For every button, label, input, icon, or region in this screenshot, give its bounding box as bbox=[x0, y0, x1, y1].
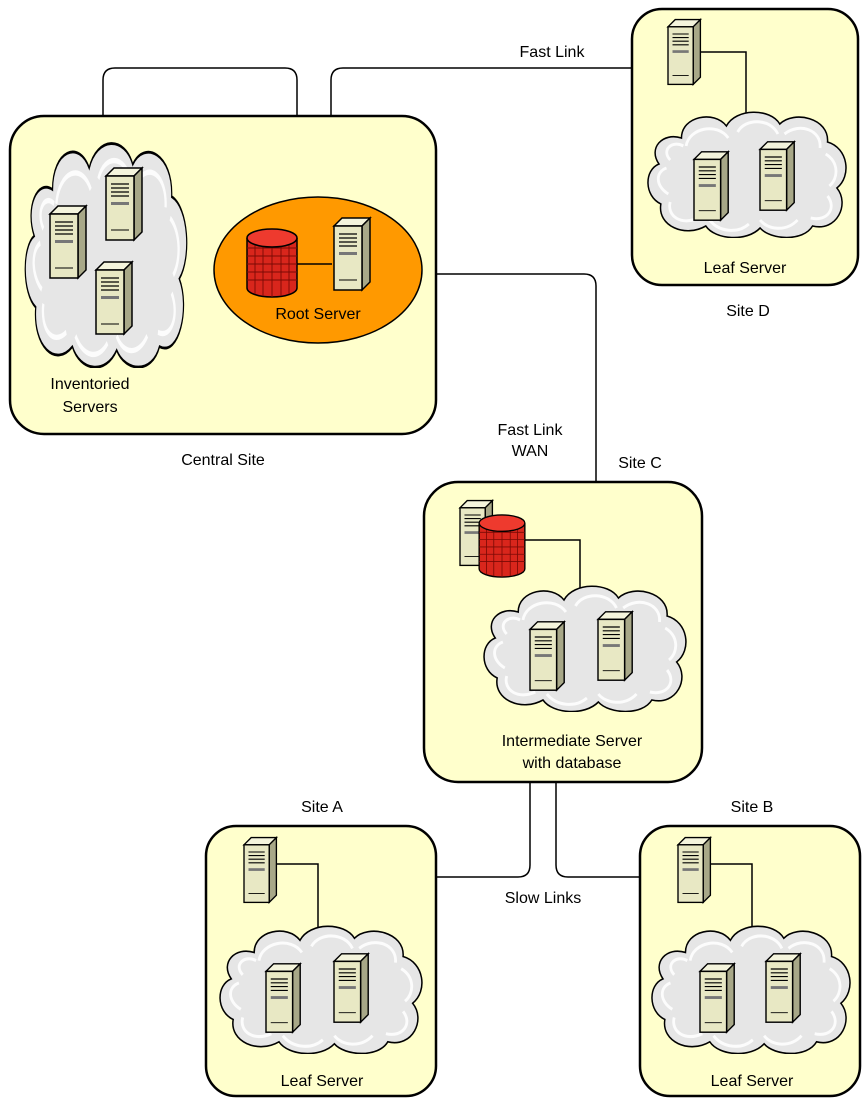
site-a-leaf-label: Leaf Server bbox=[281, 1073, 364, 1090]
server-icon bbox=[694, 152, 728, 220]
intermediate-server-label-1: Intermediate Server bbox=[502, 733, 643, 750]
server-icon bbox=[530, 622, 564, 690]
inventoried-servers-label-1: Inventoried bbox=[50, 376, 129, 393]
database-icon bbox=[247, 229, 297, 297]
central-site: Inventoried Servers Root Server bbox=[10, 116, 436, 434]
fast-link-wan-to-site-c bbox=[420, 274, 596, 482]
site-d-leaf-label: Leaf Server bbox=[704, 260, 787, 277]
server-icon bbox=[668, 20, 700, 85]
site-d: Leaf Server bbox=[632, 9, 858, 285]
inventoried-servers-label-2: Servers bbox=[62, 399, 117, 416]
fast-link-label: Fast Link bbox=[520, 44, 586, 61]
slow-link-to-site-a bbox=[436, 780, 530, 877]
intermediate-server-label-2: with database bbox=[522, 755, 622, 772]
server-icon bbox=[266, 964, 300, 1032]
site-b: Leaf Server bbox=[640, 826, 860, 1096]
database-icon bbox=[479, 515, 525, 577]
server-icon bbox=[678, 838, 710, 903]
server-icon bbox=[700, 964, 734, 1032]
site-b-leaf-label: Leaf Server bbox=[711, 1073, 794, 1090]
site-d-caption: Site D bbox=[726, 303, 770, 320]
server-icon bbox=[334, 954, 368, 1022]
site-b-caption: Site B bbox=[731, 799, 774, 816]
fast-link-wan-label-2: WAN bbox=[512, 443, 549, 460]
site-c-caption: Site C bbox=[618, 455, 662, 472]
site-a: Leaf Server bbox=[206, 826, 436, 1096]
server-icon bbox=[50, 206, 86, 278]
site-a-caption: Site A bbox=[301, 799, 343, 816]
server-icon bbox=[334, 218, 370, 290]
central-site-caption: Central Site bbox=[181, 452, 265, 469]
server-icon bbox=[106, 168, 142, 240]
server-icon bbox=[760, 142, 794, 210]
root-server-label: Root Server bbox=[275, 306, 361, 323]
site-c: Intermediate Server with database bbox=[424, 482, 702, 782]
server-icon bbox=[766, 954, 800, 1022]
slow-links-label: Slow Links bbox=[505, 890, 581, 907]
server-icon bbox=[598, 612, 632, 680]
slow-link-to-site-b bbox=[556, 780, 645, 877]
server-icon bbox=[96, 262, 132, 334]
fast-link-wan-label-1: Fast Link bbox=[498, 422, 564, 439]
server-icon bbox=[244, 838, 276, 903]
